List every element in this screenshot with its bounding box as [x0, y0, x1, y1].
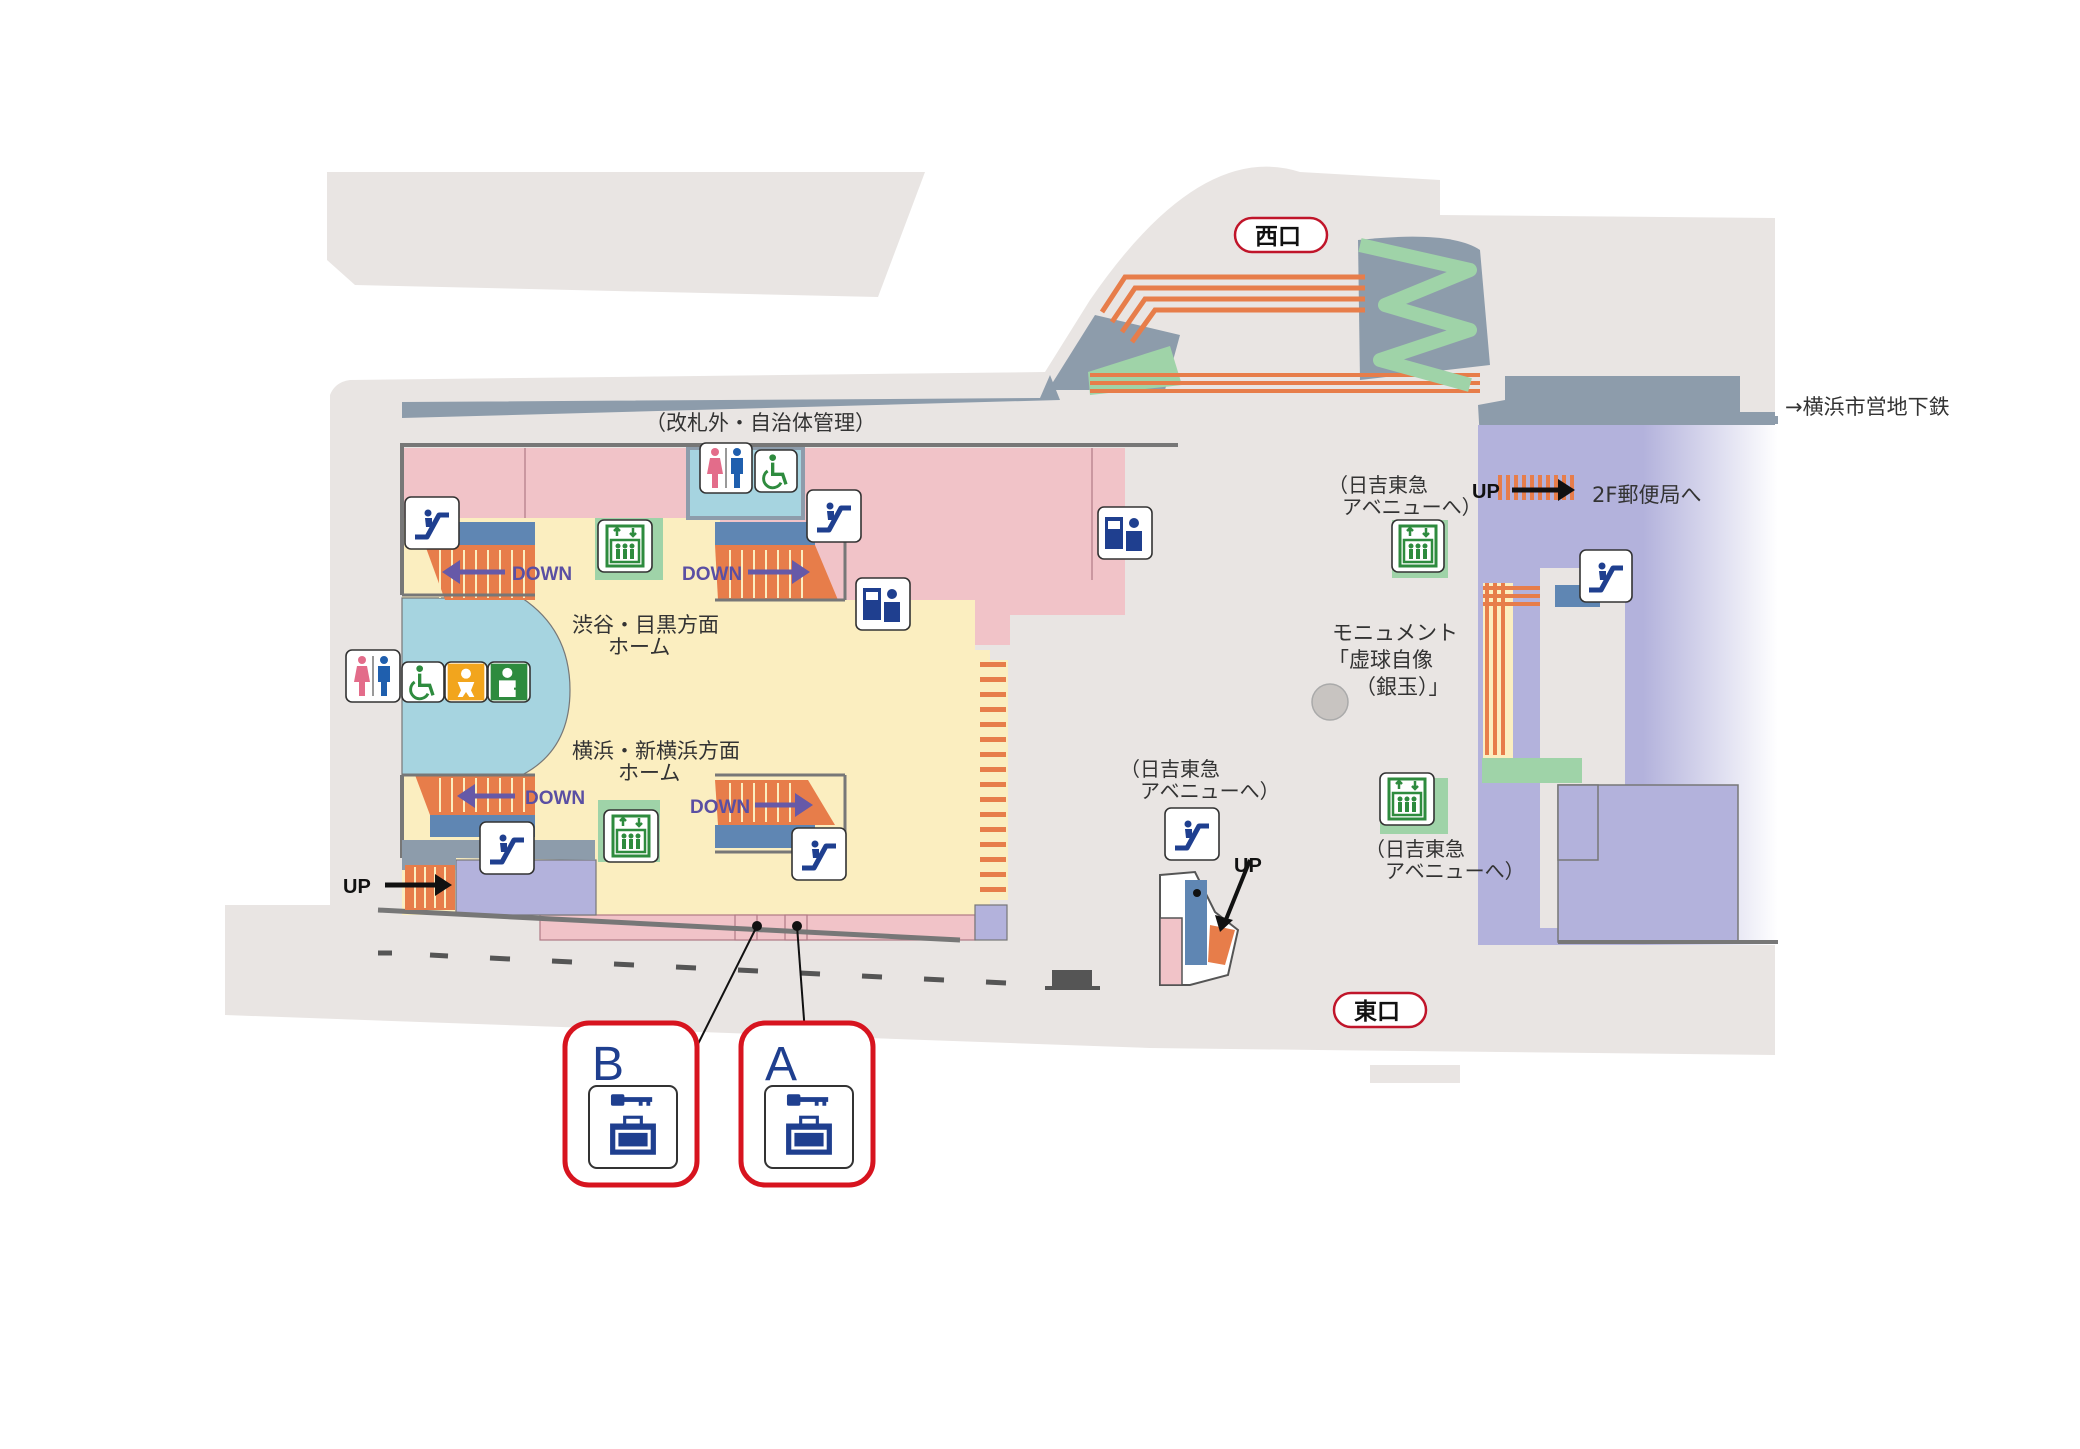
- elevator-icon[interactable]: [1379, 772, 1448, 834]
- east-exit-label: 東口: [1354, 999, 1400, 1025]
- ticket-machine-icon[interactable]: [855, 577, 911, 631]
- west-exit-sign: 西口: [1233, 216, 1329, 254]
- baby-room-icon[interactable]: [444, 661, 488, 703]
- post-office-label: 2F郵便局へ: [1592, 483, 1701, 507]
- locker-b-label: B: [592, 1038, 624, 1091]
- stairs-right-side: [978, 660, 1008, 900]
- elevator-icon[interactable]: [598, 800, 660, 863]
- platform-yokohama-label-2: ホーム: [618, 761, 680, 785]
- down-label: DOWN: [682, 564, 742, 585]
- ticket-machine-icon[interactable]: [1097, 506, 1153, 560]
- up-arrow-bottom-left: UP: [343, 874, 452, 898]
- platform-shibuya-label: 渋谷・目黒方面: [572, 613, 719, 637]
- down-arrow-lower-right: DOWN: [690, 793, 813, 818]
- down-arrow-lower-left: DOWN: [457, 784, 585, 809]
- down-label: DOWN: [525, 788, 585, 809]
- down-label: DOWN: [512, 564, 572, 585]
- avenue-label-3a: （日吉東急: [1365, 837, 1465, 861]
- avenue-label-2a: （日吉東急: [1120, 757, 1220, 781]
- multipurpose-toilet-icon[interactable]: [487, 661, 531, 703]
- platform-yokohama-label: 横浜・新横浜方面: [572, 739, 740, 763]
- wheelchair-icon[interactable]: [754, 449, 798, 493]
- monument-ball: [1311, 683, 1349, 721]
- escalator-up-icon[interactable]: [806, 489, 862, 543]
- down-arrow-upper-left: DOWN: [442, 560, 572, 585]
- restroom-icon[interactable]: [345, 649, 401, 703]
- up-label-east: UP: [1472, 481, 1500, 503]
- road-markings: [378, 950, 1007, 986]
- escalator-up-icon[interactable]: [1579, 549, 1633, 603]
- restroom-icon[interactable]: [699, 442, 753, 494]
- locker-a-callout[interactable]: A: [738, 921, 876, 1188]
- gate-outside-label: （改札外・自治体管理）: [645, 411, 876, 435]
- avenue-escalator: UP: [1159, 855, 1262, 986]
- escalator-down-icon[interactable]: [404, 496, 460, 550]
- elevator-icon[interactable]: [595, 518, 663, 580]
- monument-label-2: 「虚球自像: [1328, 648, 1433, 672]
- west-exit-bridge: [1048, 236, 1775, 440]
- escalator-up-icon[interactable]: [1164, 807, 1220, 861]
- subway-label: →横浜市営地下鉄: [1785, 395, 1950, 419]
- monument-label-1: モニュメント: [1332, 621, 1458, 645]
- avenue-label-1a: （日吉東急: [1328, 473, 1428, 497]
- up-arrow-east: [1512, 479, 1575, 501]
- escalator-up-icon[interactable]: [791, 827, 847, 881]
- locker-a-label: A: [765, 1038, 797, 1091]
- west-exit-label: 西口: [1255, 224, 1301, 250]
- avenue-label-2b: アベニューへ）: [1140, 779, 1280, 803]
- wheelchair-icon[interactable]: [401, 661, 445, 703]
- platform-shibuya-label-2: ホーム: [608, 635, 670, 659]
- down-arrow-upper-right: DOWN: [682, 560, 810, 585]
- avenue-label-3b: アベニューへ）: [1385, 859, 1525, 883]
- east-building: [1482, 568, 1778, 944]
- escalator-down-icon[interactable]: [479, 821, 535, 875]
- road-block: [1052, 970, 1092, 986]
- stairs-lower-left: [402, 773, 535, 837]
- east-exit-sign: 東口: [1332, 991, 1428, 1029]
- avenue-label-1b: アベニューへ）: [1342, 495, 1482, 519]
- up-label: UP: [343, 876, 371, 898]
- up-label-avenue: UP: [1234, 855, 1262, 877]
- locker-b-callout[interactable]: B: [562, 921, 762, 1188]
- roof-beam: [402, 375, 1060, 418]
- monument-label-3: （銀玉）」: [1355, 675, 1450, 699]
- down-label: DOWN: [690, 797, 750, 818]
- elevator-icon[interactable]: [1391, 519, 1448, 578]
